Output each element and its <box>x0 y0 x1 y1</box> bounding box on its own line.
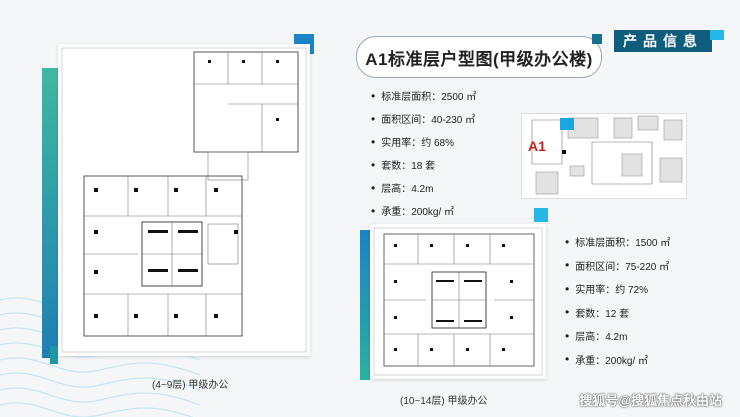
decor-square-right-left <box>360 230 370 380</box>
spec-item: •标准层面积：2500 ㎡ <box>371 88 477 104</box>
left-plan-caption: (4~9层) 甲级办公 <box>152 380 229 391</box>
page-title: A1标准层户型图(甲级办公楼) <box>356 36 602 78</box>
watermark-text: 搜狐号@搜狐焦点秋由站 <box>579 393 722 408</box>
right-plan-caption: (10~14层) 甲级办公 <box>400 396 488 407</box>
badge-accent-bar <box>710 30 724 40</box>
spec-item: •面积区间：40-230 ㎡ <box>371 111 476 127</box>
specs-list-4-9: •标准层面积：2500 ㎡ •面积区间：40-230 ㎡ •实用率：约 68% … <box>371 84 476 222</box>
decor-square-green <box>42 68 58 358</box>
product-info-badge: 产品信息 <box>614 30 712 52</box>
site-highlight <box>560 118 574 130</box>
site-location-map <box>521 113 687 199</box>
spec-item: •承重：200kg/ ㎡ <box>371 203 455 219</box>
spec-item: •套数：12 套 <box>565 305 630 320</box>
decor-square-right-top <box>534 208 548 222</box>
site-map-drawing <box>531 115 683 195</box>
spec-item: •承重：200kg/ ㎡ <box>565 352 649 367</box>
floor-plan-4-9 <box>58 44 310 356</box>
site-map-a1-label: A1 <box>528 138 546 154</box>
spec-item: •实用率：约 68% <box>371 134 454 150</box>
spec-item: •层高：4.2m <box>565 328 628 344</box>
spec-item: •面积区间：75-220 ㎡ <box>565 258 670 273</box>
specs-list-10-14: •标准层面积：1500 ㎡ •面积区间：75-220 ㎡ •实用率：约 72% … <box>565 230 670 371</box>
floor-plan-drawing <box>61 47 307 353</box>
spec-item: •套数：18 套 <box>371 157 436 173</box>
spec-item: •标准层面积：1500 ㎡ <box>565 234 671 250</box>
floor-plan-drawing-2 <box>373 227 543 376</box>
floor-plan-10-14 <box>370 224 546 379</box>
decor-square-teal <box>50 346 58 364</box>
spec-item: •实用率：约 72% <box>565 281 648 297</box>
title-accent-square <box>592 34 602 44</box>
spec-item: •层高：4.2m <box>371 180 434 196</box>
